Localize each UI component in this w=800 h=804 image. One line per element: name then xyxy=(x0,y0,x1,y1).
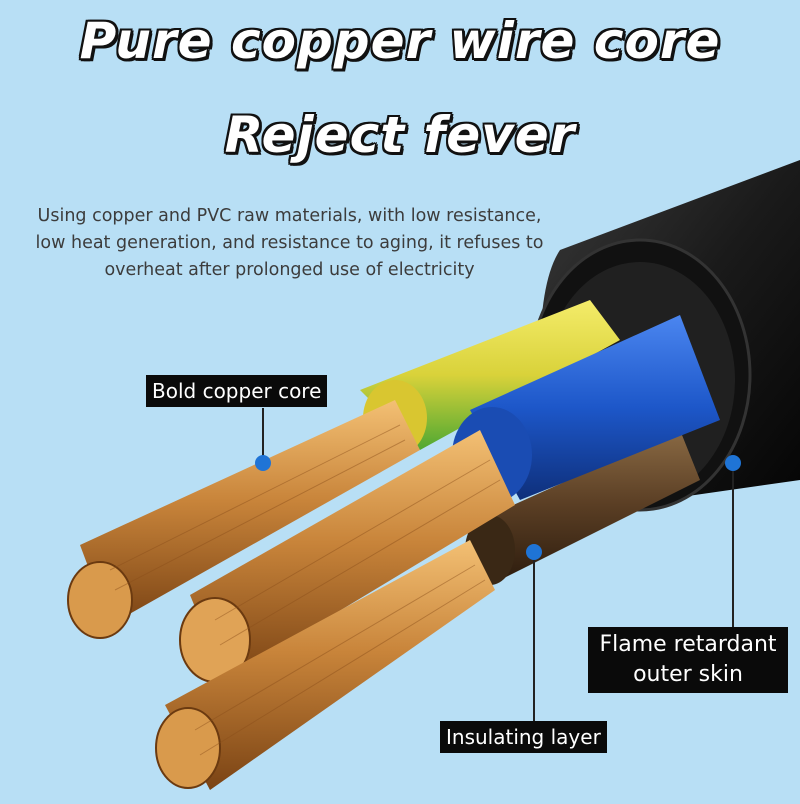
copper-core-marker-dot xyxy=(255,455,271,471)
headline-line-2: Reject fever xyxy=(224,106,576,164)
flame-retardant-label: Flame retardant outer skin xyxy=(588,627,788,693)
copper-strands-upper-end xyxy=(67,561,133,639)
flame-retardant-label-line-1: Flame retardant xyxy=(599,632,777,657)
copper-strand-texture xyxy=(109,424,501,756)
copper-strands-lower-end xyxy=(155,707,221,789)
flame-retardant-label-line-2: outer skin xyxy=(633,662,743,687)
flame-marker-dot xyxy=(725,455,741,471)
brown-wire-insulation xyxy=(480,430,700,580)
description-line-3: overheat after prolonged use of electric… xyxy=(104,260,475,280)
headline-line-1: Pure copper wire core xyxy=(79,12,721,70)
blue-wire-insulation xyxy=(470,315,720,500)
description-line-1: Using copper and PVC raw materials, with… xyxy=(37,206,542,226)
copper-strands-middle xyxy=(190,430,515,680)
copper-core-label: Bold copper core xyxy=(146,375,328,407)
insulating-marker-dot xyxy=(526,544,542,560)
copper-strands-lower xyxy=(165,540,495,790)
copper-strands-upper xyxy=(80,400,420,625)
insulating-layer-label: Insulating layer xyxy=(440,721,607,753)
description-line-2: low heat generation, and resistance to a… xyxy=(35,233,544,253)
